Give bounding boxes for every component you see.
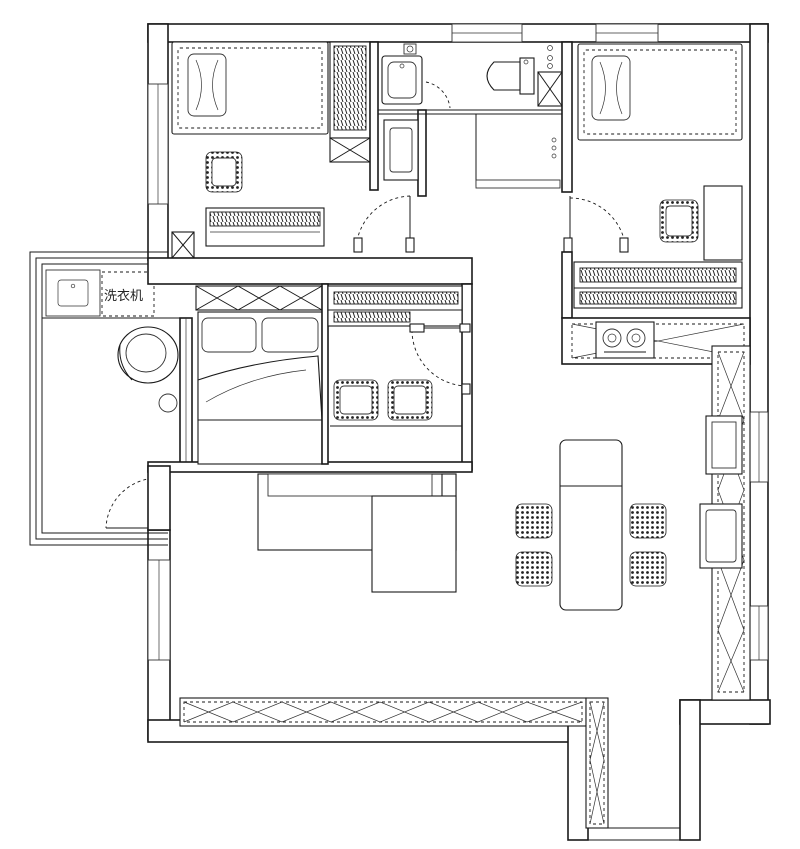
windows <box>147 23 769 661</box>
storage-cabinet <box>585 697 609 829</box>
desk-2 <box>703 185 743 261</box>
stove <box>595 321 655 359</box>
master-bedroom <box>147 257 473 473</box>
balcony-sink <box>45 269 101 317</box>
bedroom-2 <box>561 43 743 319</box>
balcony: 洗衣机 <box>29 251 193 546</box>
living-room <box>179 439 667 829</box>
side-table <box>158 393 178 413</box>
dining-chair-2 <box>515 551 553 587</box>
washer <box>101 271 155 317</box>
dining-chair-1 <box>515 503 553 539</box>
kitchen <box>561 317 751 701</box>
dining-chair-3 <box>629 503 667 539</box>
bathroom <box>378 43 570 189</box>
dining-chair-4 <box>629 551 667 587</box>
bedroom-1 <box>171 41 415 259</box>
washer-label: 洗衣机 <box>104 288 143 304</box>
pillow-2 <box>591 55 631 121</box>
toilet <box>486 57 535 95</box>
lounge-chair <box>117 326 179 384</box>
tv-cabinet <box>179 697 587 727</box>
dining-table <box>559 439 623 611</box>
sofa-chaise <box>371 495 457 593</box>
pillow-1 <box>187 53 227 117</box>
